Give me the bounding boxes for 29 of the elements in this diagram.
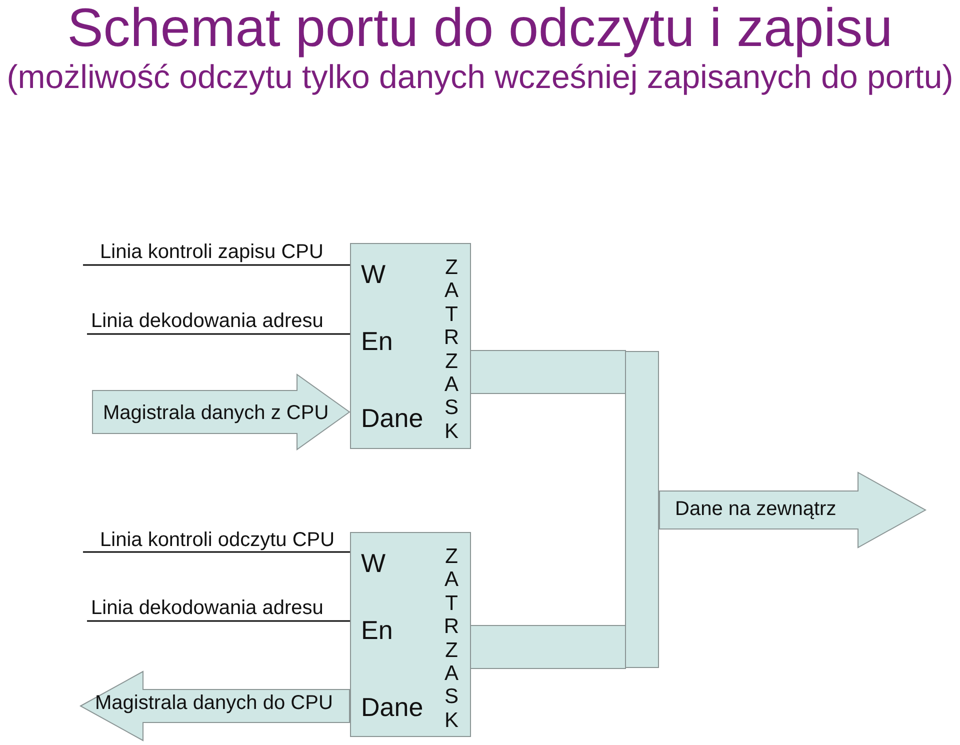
arrow-label: Dane na zewnątrz: [675, 499, 836, 520]
edge-label: Linia kontroli zapisu CPU: [100, 242, 324, 263]
signal-line: [87, 333, 350, 335]
signal-line: [83, 264, 350, 266]
block-arrow: [80, 671, 350, 741]
block-arrow: [659, 472, 926, 548]
pin-label: W: [361, 548, 386, 578]
vertical-title: ZATRZASK: [442, 545, 460, 732]
latch-box: [350, 243, 471, 449]
arrow-label: Magistrala danych z CPU: [103, 403, 329, 424]
latch-box: [350, 532, 471, 737]
edge-label: Linia kontroli odczytu CPU: [100, 530, 335, 551]
bus-band: [471, 351, 625, 393]
signal-line: [87, 620, 350, 622]
pin-label: Dane: [361, 692, 424, 722]
pin-label: W: [361, 259, 386, 289]
edge-label: Linia dekodowania adresu: [91, 598, 324, 619]
pin-label: En: [361, 615, 393, 645]
pin-label: Dane: [361, 403, 424, 433]
block-arrow: [92, 374, 350, 450]
signal-line: [83, 551, 350, 553]
title: Schemat portu do odczytu i zapisu: [67, 0, 893, 58]
bus-band: [471, 626, 625, 668]
subtitle: (możliwość odczytu tylko danych wcześniej zapisanych do portu): [6, 58, 954, 96]
pin-label: En: [361, 326, 393, 356]
bus-bar: [625, 351, 659, 668]
arrow-label: Magistrala danych do CPU: [95, 693, 333, 714]
vertical-title: ZATRZASK: [442, 256, 460, 444]
edge-label: Linia dekodowania adresu: [91, 311, 324, 332]
